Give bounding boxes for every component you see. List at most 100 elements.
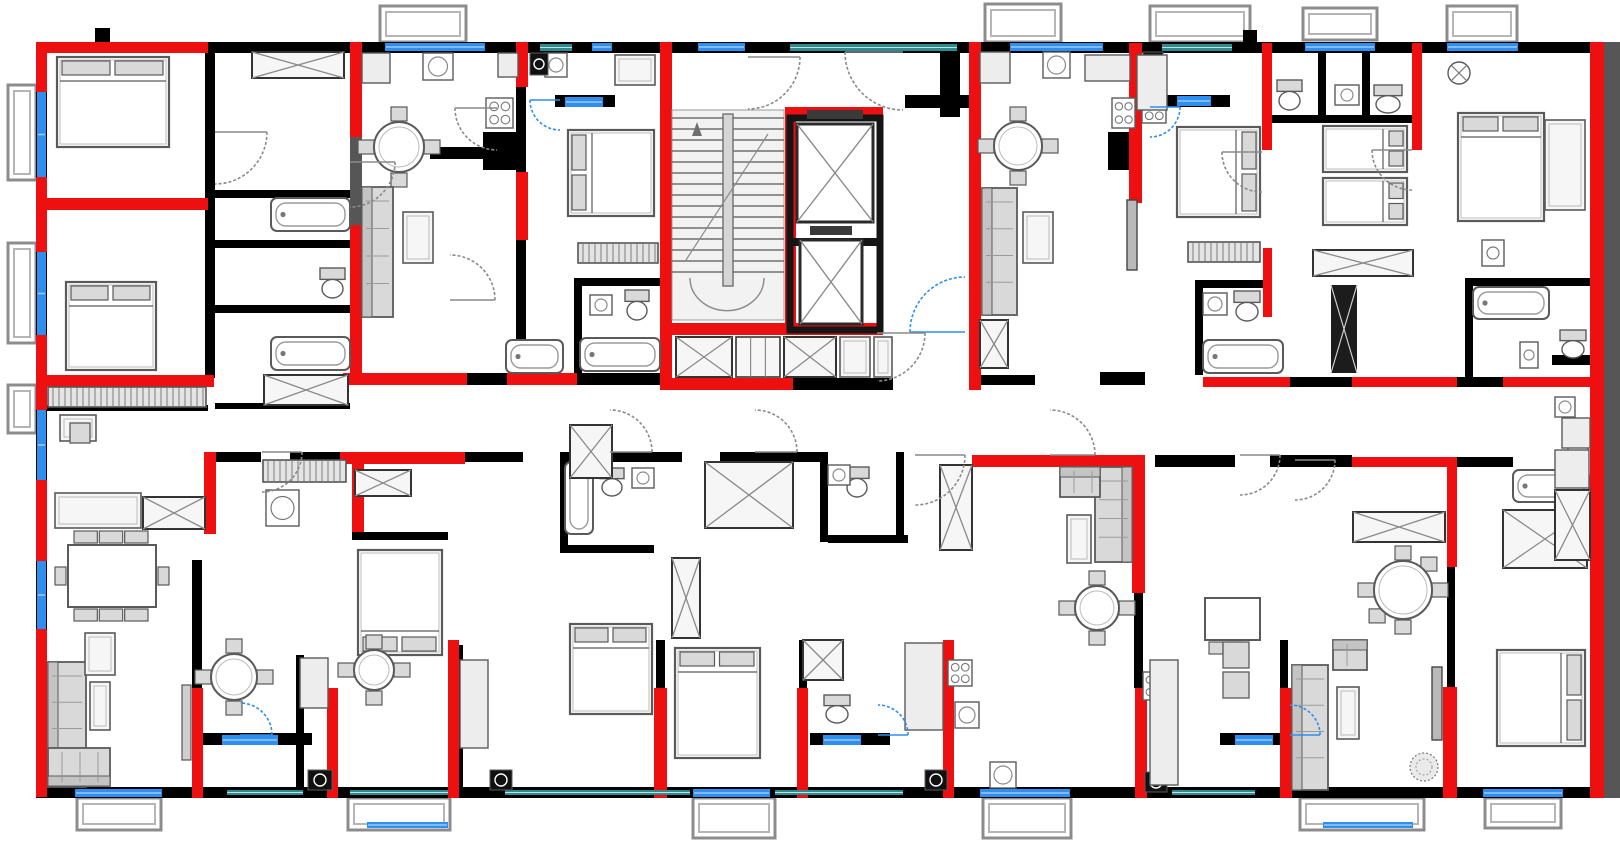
glass-strip: [227, 790, 303, 795]
black-wall-segment: [1270, 455, 1352, 467]
black-wall-segment: [793, 378, 893, 390]
black-wall-segment: [980, 375, 1035, 385]
glass-strip: [505, 790, 690, 795]
sink-symbol: [1042, 51, 1071, 79]
cab-symbol: [614, 54, 656, 86]
cab-symbol: [839, 336, 871, 378]
window-symbol: [592, 43, 612, 51]
black-wall-segment: [820, 452, 828, 542]
red-wall-segment: [192, 688, 203, 798]
door-swing-arc: [1221, 151, 1263, 193]
black-wall-segment: [1134, 593, 1143, 688]
balcony-railing: [983, 2, 1063, 44]
red-wall-segment: [36, 629, 47, 797]
black-wall-segment: [940, 53, 960, 117]
black-wall-segment: [1195, 280, 1203, 375]
door-swing-arc: [261, 451, 303, 493]
red-wall-segment: [204, 452, 216, 534]
bed-symbol: [1456, 111, 1546, 223]
black-wall-segment: [467, 373, 507, 385]
sofa-symbol: [361, 186, 394, 318]
washer-symbol: [265, 489, 300, 527]
sink-symbol: [422, 52, 454, 81]
cab-symbol: [873, 336, 893, 378]
black-wall-segment: [576, 278, 660, 286]
red-wall-segment: [972, 455, 1143, 467]
door-swing-arc: [909, 276, 966, 333]
red-wall-segment: [969, 42, 981, 390]
balcony-railing: [6, 241, 38, 345]
counter-symbol: [299, 657, 329, 709]
red-wall-segment: [667, 378, 793, 390]
red-wall-segment: [1280, 688, 1292, 798]
tv-symbol: [1126, 199, 1138, 271]
sink-symbol: [954, 701, 980, 729]
bed-symbol: [55, 55, 171, 149]
cab-symbol: [89, 681, 111, 731]
counter-symbol: [1554, 449, 1590, 489]
elev-symbol: [798, 226, 864, 326]
red-wall-segment: [36, 375, 214, 387]
tableR-symbol: [194, 638, 274, 716]
red-wall-segment: [516, 42, 528, 87]
black-wall-segment: [1155, 455, 1235, 467]
door-swing-arc: [214, 131, 268, 185]
tableR-symbol: [1058, 570, 1136, 646]
red-wall-segment: [660, 42, 672, 390]
window-symbol: [385, 43, 485, 51]
sofa-symbol: [981, 187, 1018, 316]
wall-shadow: [1604, 42, 1620, 798]
window-symbol: [980, 789, 1070, 797]
shaft-symbol: [1330, 284, 1358, 374]
door-swing-arc: [239, 702, 273, 736]
balcony-railing: [75, 796, 163, 832]
cab-symbol: [402, 211, 434, 264]
sink-symbol: [1554, 396, 1576, 418]
door-swing-arc: [1049, 409, 1096, 456]
window-symbol: [1447, 43, 1518, 51]
black-wall-segment: [1362, 52, 1370, 117]
hatch-symbol: [1187, 241, 1261, 263]
red-wall-segment: [36, 480, 47, 561]
balcony-railing: [6, 83, 38, 182]
stove-symbol: [1111, 97, 1136, 129]
black-wall-segment: [215, 240, 350, 248]
wc-symbol: [1559, 329, 1587, 359]
balcony-railing: [6, 383, 38, 435]
glass-strip: [350, 790, 448, 795]
red-wall-segment: [327, 688, 338, 798]
tableRect-symbol: [54, 530, 170, 622]
black-wall-segment: [1457, 377, 1503, 387]
sink-symbol: [589, 294, 613, 316]
red-wall-segment: [350, 42, 362, 137]
wardrobe-symbol: [569, 424, 613, 479]
red-wall-segment: [1262, 43, 1272, 150]
red-wall-segment: [1352, 457, 1453, 467]
black-wall-segment: [1453, 457, 1513, 467]
window-symbol: [37, 252, 46, 335]
black-wall-segment: [1447, 567, 1455, 687]
door-swing-arc: [747, 56, 801, 110]
wc-symbol: [1233, 290, 1261, 322]
wardrobe-symbol: [142, 496, 206, 530]
wardrobe-symbol: [675, 336, 733, 378]
black-wall-segment: [1465, 278, 1473, 378]
door-swing-arc: [1239, 454, 1281, 496]
window-symbol: [1483, 789, 1563, 797]
black-wall-segment: [720, 452, 820, 462]
black-wall-segment: [828, 535, 908, 543]
chair-symbol: [69, 422, 91, 444]
window-symbol: [37, 92, 46, 177]
cooker-symbol: [529, 52, 549, 76]
red-wall-segment: [654, 688, 667, 798]
tv-symbol: [1431, 666, 1443, 741]
red-wall-segment: [1352, 377, 1457, 387]
counter-symbol: [361, 52, 391, 84]
window-symbol: [823, 735, 861, 745]
glass-strip: [775, 790, 903, 795]
wc-symbol: [823, 694, 851, 724]
black-wall-segment: [1552, 355, 1594, 365]
door-swing-arc: [1294, 459, 1336, 501]
bed-symbol: [64, 280, 158, 372]
